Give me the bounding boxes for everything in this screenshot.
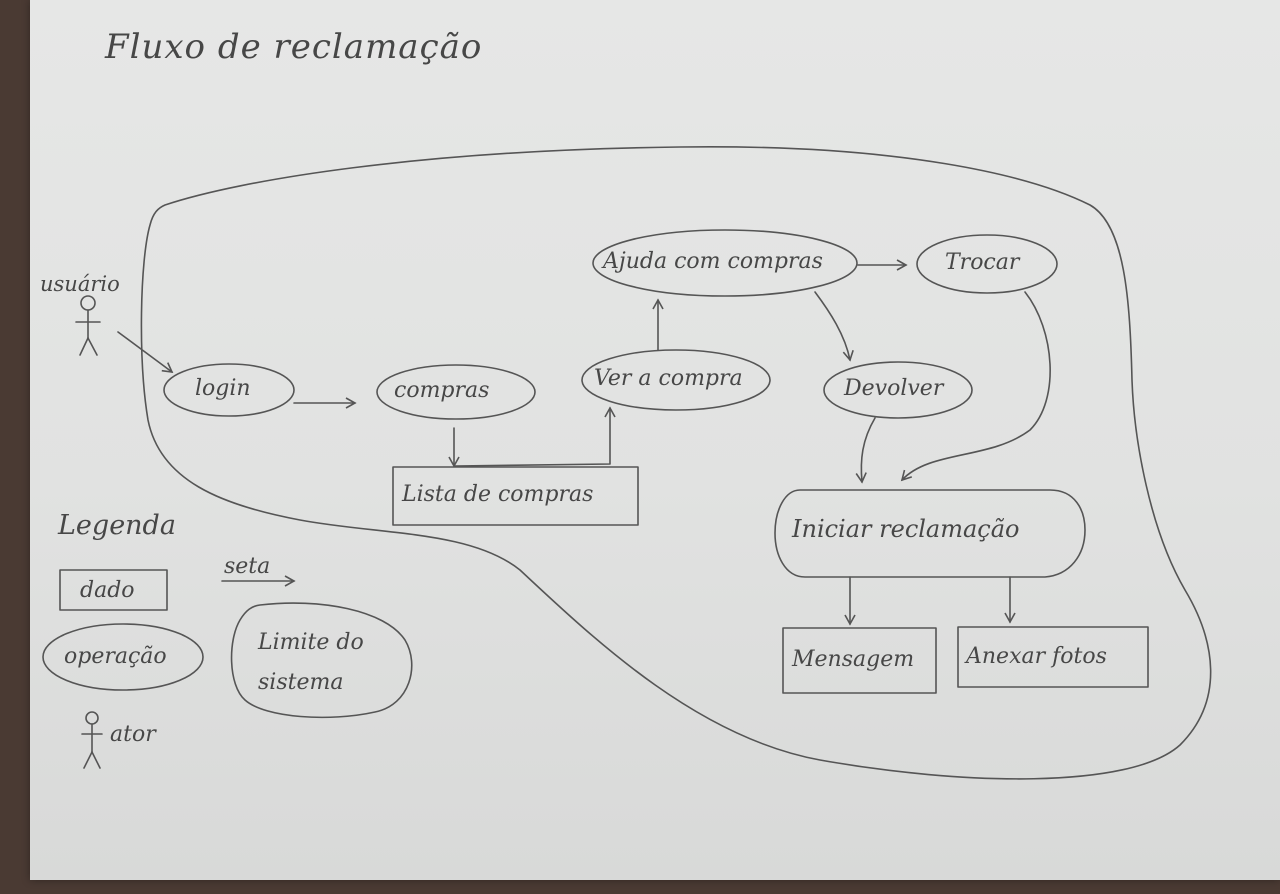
operation-compras-shape: [376, 364, 536, 420]
operation-trocar-shape: [916, 234, 1058, 294]
legend-title: Legenda: [58, 510, 176, 541]
legend-boundary-shape: [230, 602, 413, 719]
operation-ajuda-com-compras-shape: [592, 229, 858, 297]
operation-trocar-label: Trocar: [945, 250, 1020, 275]
operation-devolver-label: Devolver: [844, 376, 944, 401]
legend-actor-label: ator: [110, 722, 156, 747]
operation-compras-label: compras: [394, 378, 490, 403]
edge-trocar-iniciar: [900, 291, 1051, 482]
legend-boundary-label-line2: sistema: [258, 670, 344, 695]
operation-ajuda-com-compras-label: Ajuda com compras: [603, 249, 823, 274]
operation-login-label: login: [195, 376, 251, 401]
legend-actor-figure: [81, 711, 103, 769]
operation-login-shape: [163, 363, 295, 417]
operation-ver-a-compra-shape: [581, 349, 771, 411]
legend-data-shape: [59, 569, 168, 611]
edge-ajuda-devolver: [814, 291, 854, 362]
data-mensagem-label: Mensagem: [792, 647, 915, 672]
system-boundary: [140, 145, 1212, 780]
edge-devolver-iniciar: [855, 417, 876, 484]
data-lista-de-compras-label: Lista de compras: [402, 482, 594, 507]
actor-usuario-label: usuário: [40, 272, 120, 296]
edge-usuario-login: [117, 331, 174, 373]
data-anexar-fotos-label: Anexar fotos: [966, 644, 1107, 669]
edge-lista-ver-a-compra: [454, 406, 616, 467]
legend-boundary-label-line1: Limite do: [258, 630, 364, 655]
legend-arrow-label: seta: [224, 554, 271, 579]
data-anexar-fotos-shape: [957, 626, 1149, 688]
operation-devolver-shape: [823, 361, 973, 419]
data-lista-de-compras-shape: [392, 466, 639, 526]
diagram-title: Fluxo de reclamação: [105, 27, 483, 67]
legend-operation-label: operação: [64, 644, 167, 669]
legend-data-label: dado: [80, 578, 135, 603]
operation-ver-a-compra-label: Ver a compra: [594, 366, 743, 391]
actor-usuario-figure: [75, 295, 101, 356]
legend-operation-shape: [42, 623, 204, 691]
operation-iniciar-reclamacao-label: Iniciar reclamação: [792, 515, 1020, 543]
operation-iniciar-reclamacao-shape: [774, 489, 1086, 578]
data-mensagem-shape: [782, 627, 937, 694]
